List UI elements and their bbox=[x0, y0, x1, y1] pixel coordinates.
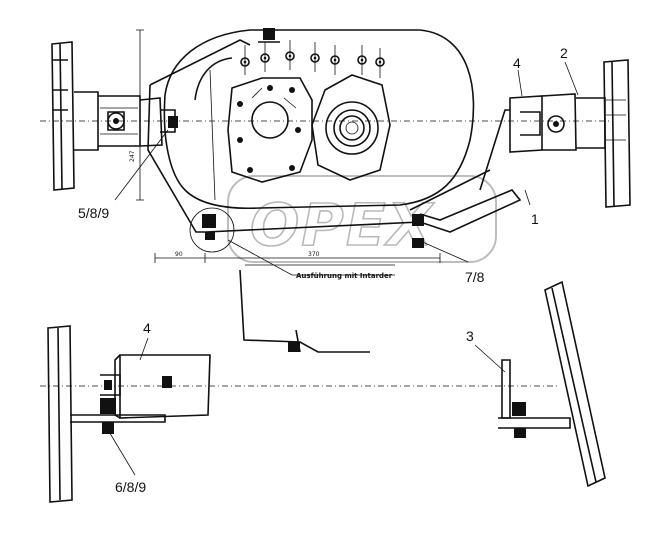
intarder-annotation: Ausführung mit Intarder bbox=[296, 272, 393, 280]
callout-4-bottom: 4 bbox=[143, 320, 151, 336]
watermark-logo: OPEX bbox=[227, 175, 497, 263]
callout-4-top: 4 bbox=[513, 55, 521, 71]
output-flange bbox=[311, 74, 391, 181]
callout-2: 2 bbox=[560, 45, 568, 61]
intarder-detail-bracket bbox=[239, 269, 370, 353]
retarder-plate bbox=[227, 77, 313, 183]
gearbox-left-mount bbox=[139, 97, 178, 147]
right-frame-rail-top bbox=[603, 59, 631, 208]
callout-leader-lines bbox=[107, 61, 579, 476]
bottom-right-bracket bbox=[498, 359, 571, 438]
callout-7-8: 7/8 bbox=[465, 269, 485, 285]
callout-3: 3 bbox=[466, 328, 474, 344]
callout-1: 1 bbox=[531, 211, 539, 227]
dimension-lines bbox=[136, 29, 441, 266]
callout-6-8-9: 6/8/9 bbox=[115, 479, 146, 495]
lower-support-bracket bbox=[189, 109, 522, 253]
left-frame-rail-top bbox=[51, 41, 75, 191]
dimension-247: 247 bbox=[129, 150, 136, 162]
gearbox-housing bbox=[147, 28, 475, 233]
callout-5-8-9: 5/8/9 bbox=[78, 205, 109, 221]
dimension-370: 370 bbox=[308, 251, 320, 258]
right-bracket-top bbox=[509, 93, 606, 153]
bottom-left-bracket bbox=[70, 354, 211, 434]
intarder-leader-line bbox=[227, 239, 395, 276]
left-frame-rail-bottom bbox=[47, 325, 73, 503]
dimension-90: 90 bbox=[175, 251, 183, 258]
right-frame-rail-bottom bbox=[544, 280, 606, 488]
